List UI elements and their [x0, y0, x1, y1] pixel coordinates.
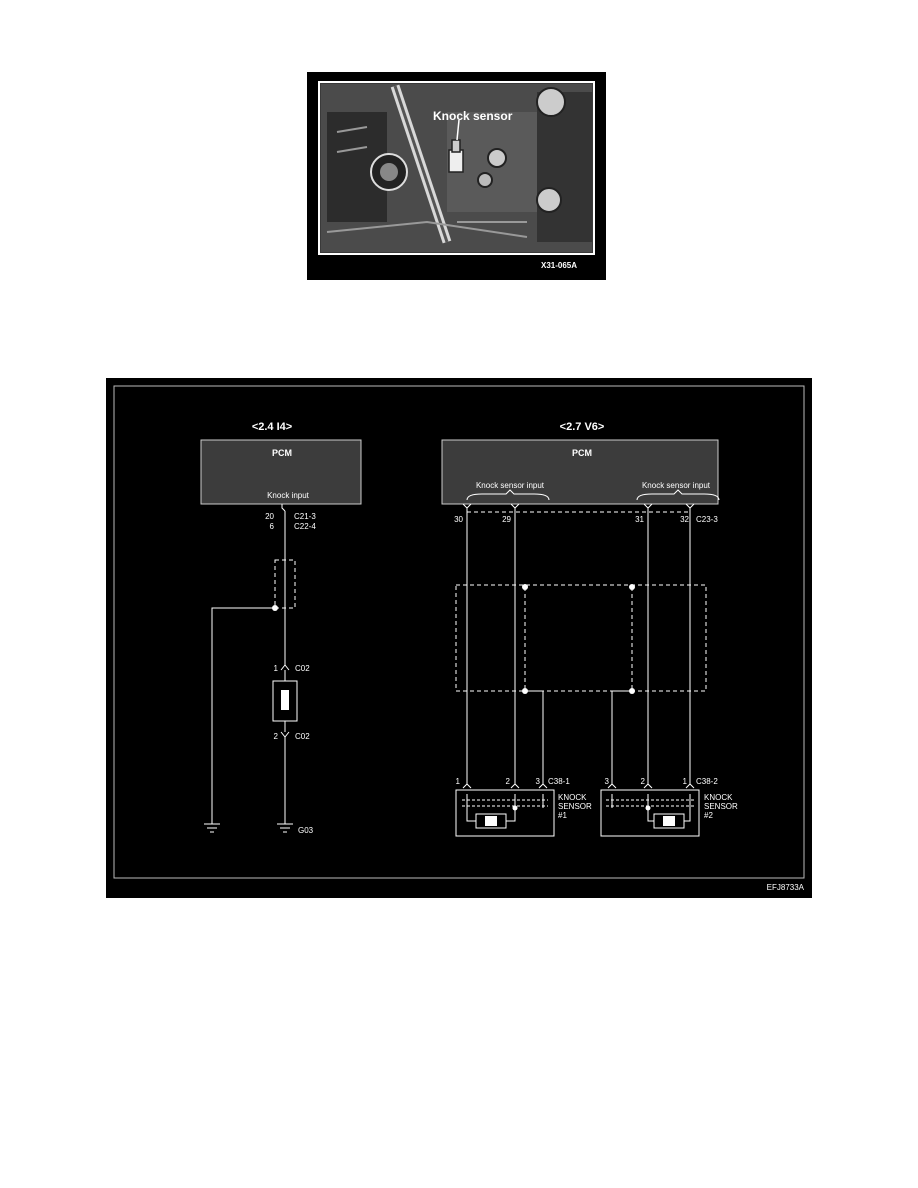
pcm-box-v6: [441, 439, 719, 505]
shield-drain-2: [611, 690, 632, 784]
knock-sensor-1-box: [455, 789, 555, 837]
pin-31: 31: [635, 515, 644, 524]
pin-20: 20: [265, 512, 274, 521]
s1-pin-3: 3: [536, 777, 541, 786]
knock-sensor-input-label-1: Knock sensor input: [476, 481, 545, 490]
conn-c22-4: C22-4: [294, 522, 316, 531]
diagram-figure-code: EFJ8733A: [767, 883, 805, 892]
conn-c02-bottom: C02: [295, 732, 310, 741]
circuit-2-4-i4: <2.4 I4> PCM Knock input 20 C21-3 6 C22-…: [200, 421, 362, 835]
sensor-pin-1: 1: [274, 664, 279, 673]
conn-c02-top: C02: [295, 664, 310, 673]
photo-figure-code: X31-065A: [541, 261, 577, 270]
knock-sensor-2-internal: [606, 794, 696, 829]
pcm-label-v6: PCM: [572, 448, 592, 458]
knock-sensor-1-label-line2: SENSOR: [558, 802, 592, 811]
knock-sensor-callout: Knock sensor: [433, 109, 513, 123]
conn-c23-3: C23-3: [696, 515, 718, 524]
wiring-diagram: <2.4 I4> PCM Knock input 20 C21-3 6 C22-…: [106, 378, 812, 898]
knock-input-label: Knock input: [267, 491, 310, 500]
engine-block-illustration: [321, 84, 592, 252]
pcm-label-i4: PCM: [272, 448, 292, 458]
circuit-2-7-v6: <2.7 V6> PCM Knock sensor input Knock se…: [441, 421, 738, 837]
shield-drain-wire-i4: [211, 607, 275, 824]
shield-drain-1: [525, 690, 544, 784]
knock-sensor-mark: [448, 119, 464, 173]
knock-sensor-input-label-2: Knock sensor input: [642, 481, 711, 490]
piezo-element-icon-i4: [281, 690, 289, 710]
brace-2: [636, 489, 720, 501]
pin-30: 30: [454, 515, 463, 524]
knock-sensor-1-label-line3: #1: [558, 811, 567, 820]
variant-title-i4: <2.4 I4>: [252, 421, 292, 433]
ground-g03-label: G03: [298, 826, 314, 835]
knock-sensor-2-label-line2: SENSOR: [704, 802, 738, 811]
knock-sensor-2-label-line1: KNOCK: [704, 793, 733, 802]
conn-c38-2: C38-2: [696, 777, 718, 786]
brace-1: [466, 489, 550, 501]
pin-6: 6: [270, 522, 275, 531]
conn-c38-1: C38-1: [548, 777, 570, 786]
sensor2-pin-arrows: [607, 783, 695, 789]
engine-photo: Knock sensor X31-065A: [307, 72, 606, 280]
s1-pin-1: 1: [456, 777, 461, 786]
s2-pin-3: 3: [605, 777, 610, 786]
sensor-pin-2: 2: [274, 732, 279, 741]
knock-sensor-2-box: [600, 789, 700, 837]
chassis-ground-icon: [204, 823, 220, 833]
conn-c21-3: C21-3: [294, 512, 316, 521]
sensor1-pin-arrows: [462, 783, 548, 789]
s2-pin-1: 1: [683, 777, 688, 786]
pin-29: 29: [502, 515, 511, 524]
sensor1-wires: [466, 508, 516, 784]
pin-32: 32: [680, 515, 689, 524]
shield-box-v6: [455, 584, 707, 692]
pcm-box-i4: [200, 439, 362, 505]
s1-pin-2: 2: [506, 777, 511, 786]
knock-sensor-1-label-line1: KNOCK: [558, 793, 587, 802]
sensor2-wires: [647, 508, 691, 784]
ground-g03-icon: [277, 823, 293, 833]
shield-i4: [274, 559, 296, 609]
knock-sensor-1-internal: [462, 794, 548, 829]
connector-c02-top-icon: [280, 664, 290, 671]
s2-pin-2: 2: [641, 777, 646, 786]
knock-sensor-2-label-line3: #2: [704, 811, 713, 820]
variant-title-v6: <2.7 V6>: [560, 421, 605, 433]
pin-terminal-i4: [281, 504, 286, 512]
